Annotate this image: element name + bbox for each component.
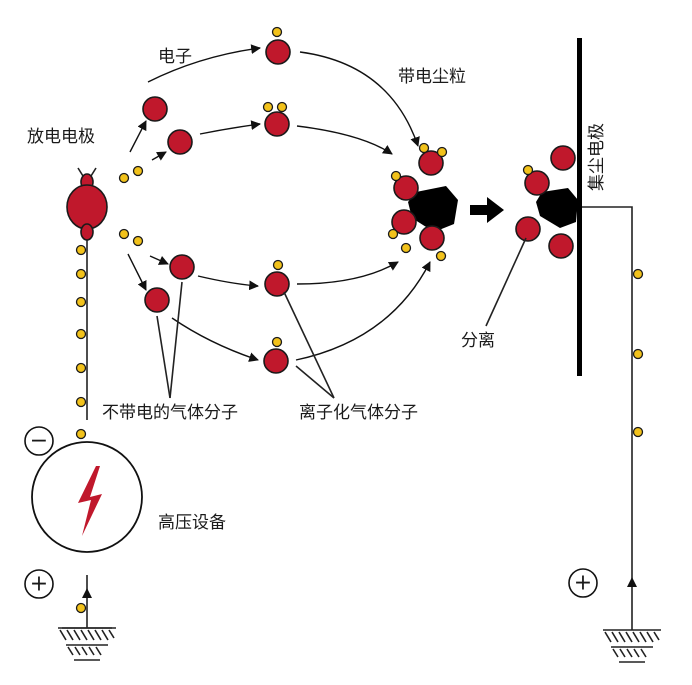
neutral-gas-molecules-label: 不带电的气体分子 bbox=[102, 403, 238, 423]
current-arrow-left bbox=[82, 588, 92, 598]
transfer-arrow bbox=[470, 197, 504, 223]
positive-sign-right: + bbox=[574, 571, 592, 596]
electron-label: 电子 bbox=[158, 47, 192, 67]
lightning-bolt-icon bbox=[78, 466, 102, 536]
collecting-electrode-wire bbox=[582, 206, 633, 630]
ionized-gas-molecules-label: 离子化气体分子 bbox=[299, 403, 418, 423]
dust-particle bbox=[408, 186, 458, 232]
charged-dust-cluster bbox=[387, 142, 458, 262]
gas-molecules-upper bbox=[142, 26, 291, 155]
separation-label: 分离 bbox=[461, 331, 495, 351]
ground-icon bbox=[58, 627, 116, 661]
free-electrons bbox=[118, 165, 144, 247]
high-voltage-device bbox=[31, 441, 143, 553]
collected-dust-particle bbox=[536, 188, 578, 228]
positive-terminal-left: + bbox=[24, 569, 54, 599]
current-arrow-right bbox=[627, 577, 637, 587]
collecting-electrode-plate bbox=[577, 38, 582, 376]
collected-dust-cluster bbox=[515, 145, 578, 259]
positive-sign-left: + bbox=[30, 572, 48, 597]
discharge-electrode bbox=[66, 167, 108, 241]
charged-dust-label: 带电尘粒 bbox=[398, 67, 466, 87]
flow-arrows bbox=[127, 44, 431, 362]
callout-lines bbox=[156, 237, 527, 399]
negative-terminal: − bbox=[24, 426, 54, 456]
wire-electrons-right bbox=[632, 268, 644, 438]
ground-icon-right bbox=[603, 629, 661, 663]
negative-sign: − bbox=[30, 429, 48, 454]
high-voltage-device-label: 高压设备 bbox=[158, 513, 226, 533]
discharge-electrode-label: 放电电极 bbox=[27, 127, 95, 147]
gas-molecules-lower bbox=[144, 254, 290, 374]
wire-electrons-left bbox=[75, 244, 87, 614]
positive-terminal-right: + bbox=[568, 568, 598, 598]
collecting-electrode-label: 集尘电极 bbox=[587, 123, 607, 191]
